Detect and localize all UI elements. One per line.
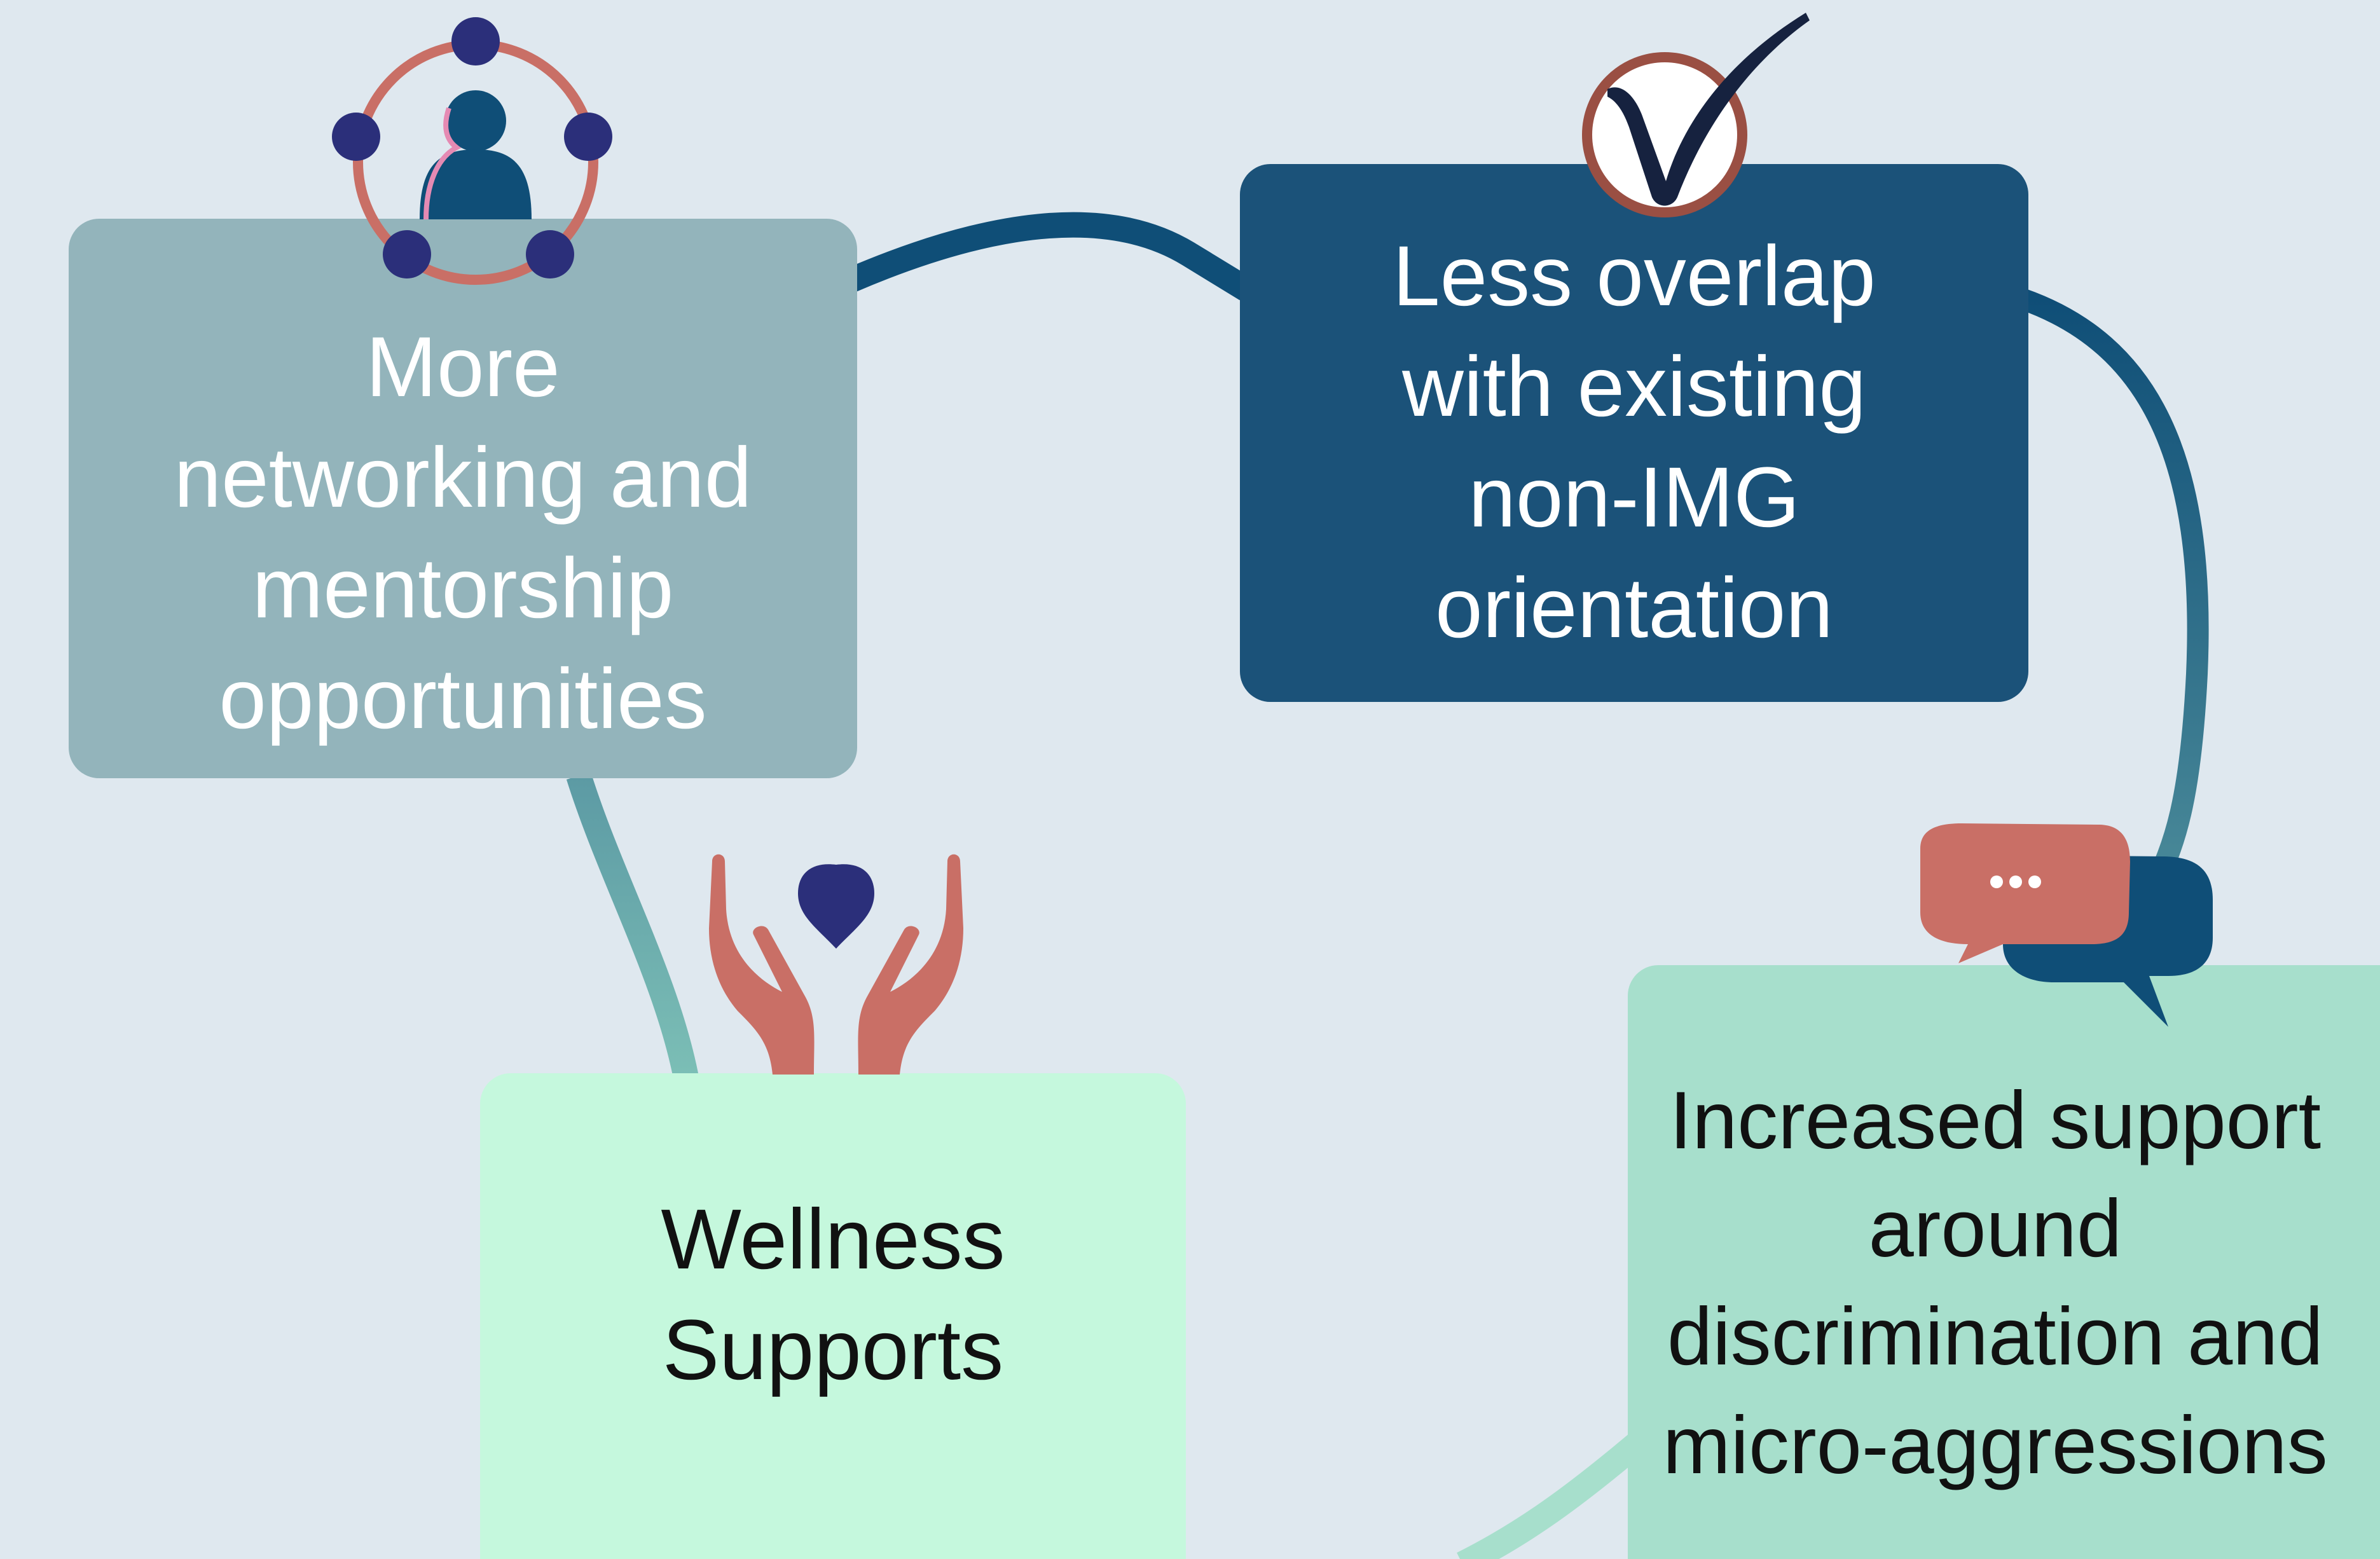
networking-label: More networking and mentorship opportuni… — [174, 319, 752, 747]
wellness-label: Wellness Supports — [661, 1192, 1005, 1398]
people-network-icon — [332, 17, 612, 285]
checkmark-icon — [1582, 13, 1810, 217]
connector-orientation-discrimination — [2018, 288, 2209, 895]
discrimination-node: Increased support around discrimination … — [1628, 965, 2380, 1559]
orientation-node: Less overlap with existing non-IMG orien… — [1240, 164, 2028, 702]
wellness-node: Wellness Supports — [480, 1073, 1186, 1559]
connector-networking-orientation — [847, 212, 1253, 301]
orientation-label: Less overlap with existing non-IMG orien… — [1393, 228, 1876, 656]
connector-networking-wellness — [566, 772, 699, 1083]
connector-discrimination-bottom — [1457, 1433, 1646, 1559]
discrimination-label: Increased support around discrimination … — [1663, 1075, 2328, 1491]
speech-bubbles-icon — [1920, 823, 2213, 1027]
networking-node: More networking and mentorship opportuni… — [69, 219, 857, 778]
hands-heart-icon — [709, 854, 963, 1075]
